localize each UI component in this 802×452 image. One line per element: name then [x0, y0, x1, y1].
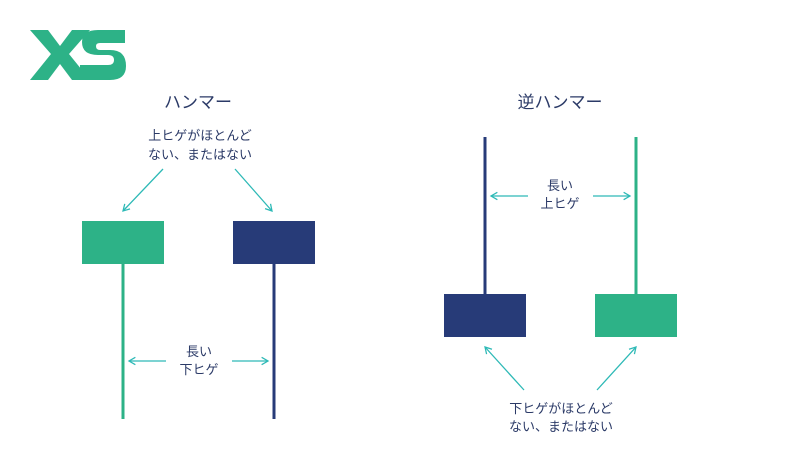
- inverted-shadow-note-line1: 長い: [547, 179, 573, 194]
- arrow-up-to-navy-body: [484, 346, 525, 391]
- inverted-hammer-title: 逆ハンマー: [518, 93, 603, 113]
- inverted-hammer-navy-candle: [444, 137, 526, 337]
- xs-logo-icon: [30, 30, 126, 80]
- inverted-lower-note-line1: 下ヒゲがほとんど: [509, 402, 613, 417]
- hammer-navy-candle: [233, 221, 315, 419]
- hammer-title: ハンマー: [164, 93, 232, 113]
- arrow-to-navy-body: [234, 168, 273, 212]
- candle-body: [82, 221, 164, 264]
- inverted-lower-note-line2: ない、またはない: [509, 420, 613, 435]
- candle-body: [233, 221, 315, 264]
- candle-body: [595, 294, 677, 337]
- arrow-up-to-green-body: [596, 346, 637, 391]
- inverted-hammer-green-candle: [595, 137, 677, 337]
- inverted-shadow-note-line2: 上ヒゲ: [540, 197, 579, 212]
- hammer-upper-note-line1: 上ヒゲがほとんど: [148, 129, 252, 144]
- hammer-shadow-note-line2: 下ヒゲ: [179, 363, 218, 378]
- candle-body: [444, 294, 526, 337]
- arrow-to-green-body: [122, 168, 164, 212]
- hammer-shadow-note-line1: 長い: [186, 345, 212, 360]
- hammer-green-candle: [82, 221, 164, 419]
- hammer-upper-note-line2: ない、またはない: [148, 148, 252, 163]
